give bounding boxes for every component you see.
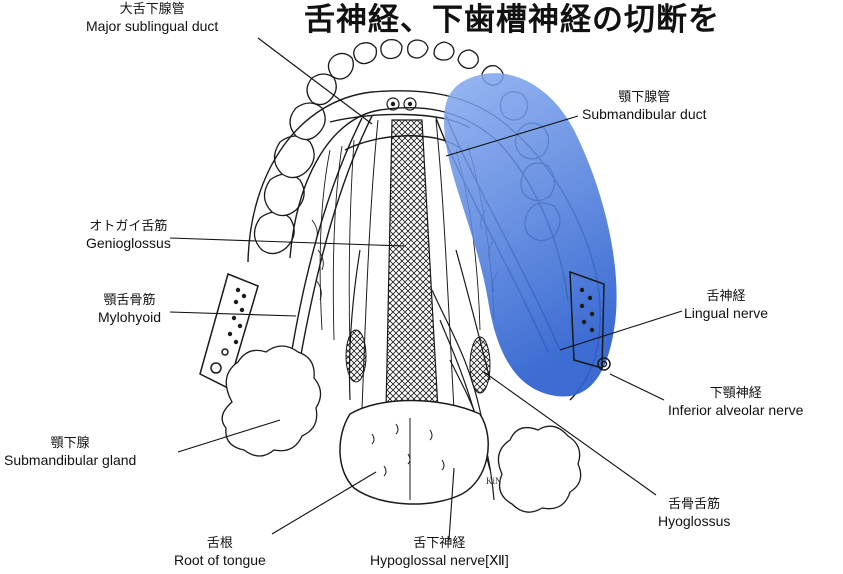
label-mylohyoid: 顎舌骨筋 Mylohyoid bbox=[98, 293, 161, 325]
label-hyoglossus: 舌骨舌筋 Hyoglossus bbox=[658, 497, 730, 529]
label-inferior-alveolar-nerve: 下顎神経 Inferior alveolar nerve bbox=[668, 386, 803, 418]
label-submandibular-duct: 顎下腺管 Submandibular duct bbox=[582, 90, 707, 122]
label-major-sublingual-duct: 大舌下腺管 Major sublingual duct bbox=[86, 2, 218, 34]
slide-title: 舌神経、下歯槽神経の切断を bbox=[304, 0, 720, 39]
label-lingual-nerve: 舌神経 Lingual nerve bbox=[684, 289, 768, 321]
genioglossus-muscle bbox=[362, 120, 454, 410]
label-submandibular-gland: 顎下腺 Submandibular gland bbox=[4, 436, 136, 468]
label-genioglossus: オトガイ舌筋 Genioglossus bbox=[86, 219, 171, 251]
label-hypoglossal-nerve: 舌下神経 Hypoglossal nerve[Ⅻ] bbox=[370, 536, 509, 568]
artist-signature: KiN bbox=[486, 476, 502, 486]
tongue-root bbox=[340, 401, 488, 505]
label-root-of-tongue: 舌根 Root of tongue bbox=[174, 536, 266, 568]
